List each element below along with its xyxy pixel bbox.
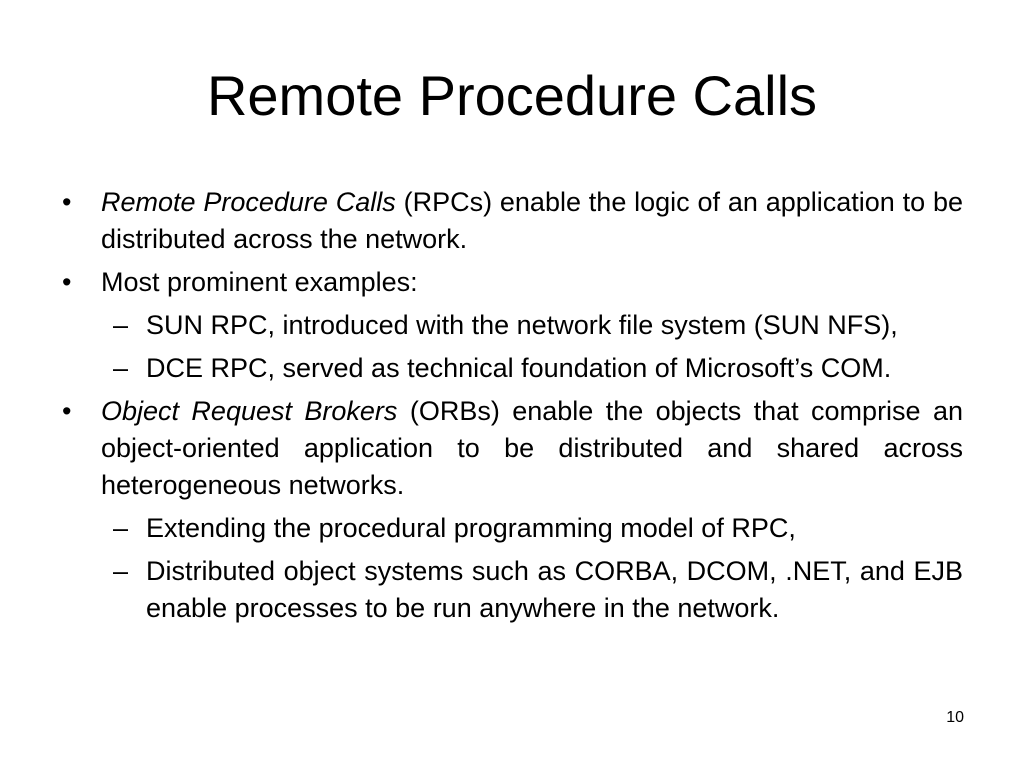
dash-marker: – (113, 513, 129, 543)
slide-title: Remote Procedure Calls (206, 64, 818, 127)
sub-bullet-distributed-objects: – Distributed object systems such as COR… (101, 553, 963, 627)
sub-bullet-text: SUN RPC, introduced with the network fil… (146, 310, 898, 340)
bullet-examples: • Most prominent examples: (58, 264, 963, 301)
term-object-request-brokers: Object Request Brokers (101, 396, 398, 426)
bullet-marker: • (62, 396, 72, 426)
sub-bullet-text: Extending the procedural programming mod… (146, 513, 796, 543)
sub-bullet-text: Distributed object systems such as CORBA… (146, 556, 963, 623)
dash-marker: – (113, 310, 129, 340)
page-number: 10 (946, 709, 964, 726)
bullet-text: (ORBs) enable the objects that comprise … (101, 396, 964, 500)
bullet-text: Most prominent examples: (101, 267, 418, 297)
bullet-marker: • (62, 267, 72, 297)
term-remote-procedure-calls: Remote Procedure Calls (101, 187, 396, 217)
sub-bullet-text: DCE RPC, served as technical foundation … (146, 353, 892, 383)
bullet-rpc: • Remote Procedure Calls (RPCs) enable t… (58, 184, 963, 258)
dash-marker: – (113, 353, 129, 383)
sub-bullet-extending-rpc: – Extending the procedural programming m… (101, 510, 963, 547)
bullet-orb: • Object Request Brokers (ORBs) enable t… (58, 393, 963, 504)
dash-marker: – (113, 556, 129, 586)
sub-bullet-sun-rpc: – SUN RPC, introduced with the network f… (101, 307, 963, 344)
bullet-text: (RPCs) enable the logic of an applicatio… (101, 187, 963, 254)
bullet-marker: • (62, 187, 72, 217)
bullet-list: • Remote Procedure Calls (RPCs) enable t… (58, 184, 963, 633)
sub-bullet-dce-rpc: – DCE RPC, served as technical foundatio… (101, 350, 963, 387)
